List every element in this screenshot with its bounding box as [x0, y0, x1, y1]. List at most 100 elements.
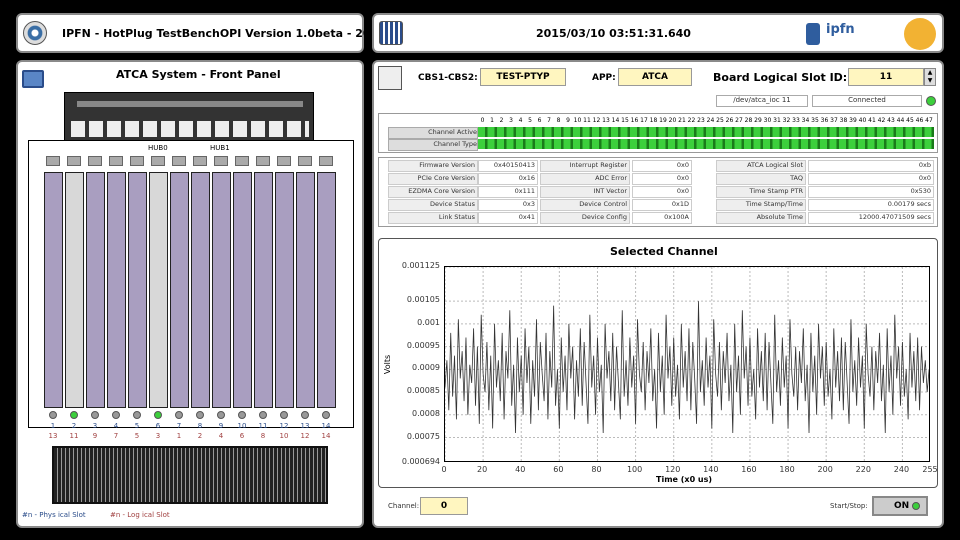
channel-label: Channel: — [388, 502, 420, 510]
phys-num-13: 13 — [300, 422, 310, 430]
phys-num-7: 7 — [176, 422, 182, 430]
info-label: Time Stamp/Time — [716, 199, 806, 211]
slot-handle-5[interactable] — [130, 156, 144, 166]
startstop-label: Start/Stop: — [830, 502, 868, 510]
slot-2[interactable] — [65, 172, 84, 408]
log-num-4: 7 — [113, 432, 119, 440]
slot-14[interactable] — [317, 172, 336, 408]
slot-handle-10[interactable] — [235, 156, 249, 166]
phys-num-9: 9 — [218, 422, 224, 430]
legend-phys: #n - Phys ical Slot — [22, 511, 86, 519]
channel-number: 15 — [621, 117, 629, 124]
slot-led-13 — [301, 411, 309, 419]
channel-number: 38 — [839, 117, 848, 124]
info-value: 0x100A — [632, 212, 692, 224]
channel-number: 42 — [877, 117, 886, 124]
info-label: ADC Error — [540, 173, 630, 185]
slot-11[interactable] — [254, 172, 273, 408]
slot-led-7 — [175, 411, 183, 419]
y-tick-label: 0.001125 — [401, 261, 440, 270]
channel-number: 20 — [668, 117, 677, 124]
slot-5[interactable] — [128, 172, 147, 408]
ipfn-logo: ipfn — [826, 22, 855, 37]
slot-8[interactable] — [191, 172, 210, 408]
phys-num-2: 2 — [71, 422, 77, 430]
slot-spinner[interactable]: ▲▼ — [924, 68, 936, 86]
x-tick-label: 20 — [477, 465, 488, 474]
channel-number: 40 — [858, 117, 867, 124]
slot-handle-3[interactable] — [88, 156, 102, 166]
x-tick-label: 40 — [515, 465, 526, 474]
channel-field[interactable]: 0 — [420, 497, 468, 515]
x-tick-label: 180 — [779, 465, 795, 474]
hub-label-0: HUB0 — [148, 144, 168, 152]
info-value: 0x0 — [632, 160, 692, 172]
y-axis-label: Volts — [383, 354, 393, 375]
channel-type-row[interactable] — [478, 139, 934, 149]
slot-3[interactable] — [86, 172, 105, 408]
x-tick-label: 120 — [665, 465, 681, 474]
chart-plot — [444, 266, 930, 462]
slot-id-field[interactable]: 11 — [848, 68, 924, 86]
slot-handle-14[interactable] — [319, 156, 333, 166]
x-tick-label: 200 — [817, 465, 833, 474]
slot-handle-13[interactable] — [298, 156, 312, 166]
edit-icon[interactable] — [378, 66, 402, 90]
info-label: Interrupt Register — [540, 160, 630, 172]
channel-number: 21 — [678, 117, 686, 124]
channel-number: 28 — [744, 117, 753, 124]
timestamp: 2015/03/10 03:51:31.640 — [536, 27, 691, 40]
chassis-handle — [77, 101, 303, 107]
slot-handle-4[interactable] — [109, 156, 123, 166]
fan-row — [71, 121, 309, 137]
grid-icon[interactable] — [379, 21, 403, 45]
channel-number: 13 — [602, 117, 610, 124]
phys-num-14: 14 — [321, 422, 331, 430]
channel-number: 41 — [868, 117, 876, 124]
slot-9[interactable] — [212, 172, 231, 408]
slot-handle-7[interactable] — [172, 156, 186, 166]
x-tick-label: 60 — [553, 465, 564, 474]
cbs-field[interactable]: TEST-PTYP — [480, 68, 566, 86]
info-value: 0x0 — [632, 173, 692, 185]
info-label: Device Control — [540, 199, 630, 211]
disc-icon[interactable] — [23, 21, 47, 45]
slot-handle-2[interactable] — [67, 156, 81, 166]
y-tick-label: 0.0009 — [412, 363, 440, 373]
slot-led-2 — [70, 411, 78, 419]
channel-number: 44 — [896, 117, 905, 124]
slot-handle-11[interactable] — [256, 156, 270, 166]
x-tick-label: 80 — [591, 465, 602, 474]
startstop-button[interactable]: ON — [872, 496, 928, 516]
app-field[interactable]: ATCA — [618, 68, 692, 86]
channel-number: 16 — [630, 117, 639, 124]
info-label: Link Status — [388, 212, 478, 224]
phys-num-11: 11 — [258, 422, 268, 430]
slot-handle-6[interactable] — [151, 156, 165, 166]
slot-handle-8[interactable] — [193, 156, 207, 166]
info-label: ATCA Logical Slot — [716, 160, 806, 172]
slot-handle-9[interactable] — [214, 156, 228, 166]
slot-7[interactable] — [170, 172, 189, 408]
slot-13[interactable] — [296, 172, 315, 408]
connection-status: Connected — [812, 95, 922, 107]
slot-handle-1[interactable] — [46, 156, 60, 166]
slot-12[interactable] — [275, 172, 294, 408]
slot-led-4 — [112, 411, 120, 419]
slot-1[interactable] — [44, 172, 63, 408]
info-label: Firmware Version — [388, 160, 478, 172]
log-num-9: 4 — [218, 432, 224, 440]
channel-active-row[interactable] — [478, 127, 934, 137]
channel-number: 9 — [566, 117, 570, 124]
slot-10[interactable] — [233, 172, 252, 408]
slot-handle-12[interactable] — [277, 156, 291, 166]
chassis-bottom — [52, 446, 328, 504]
slot-4[interactable] — [107, 172, 126, 408]
slot-6[interactable] — [149, 172, 168, 408]
info-label: EZDMA Core Version — [388, 186, 478, 198]
app-label: APP: — [592, 73, 616, 83]
x-tick-label: 220 — [855, 465, 871, 474]
x-tick-label: 0 — [441, 465, 447, 474]
slot-led-8 — [196, 411, 204, 419]
channel-number: 11 — [583, 117, 591, 124]
